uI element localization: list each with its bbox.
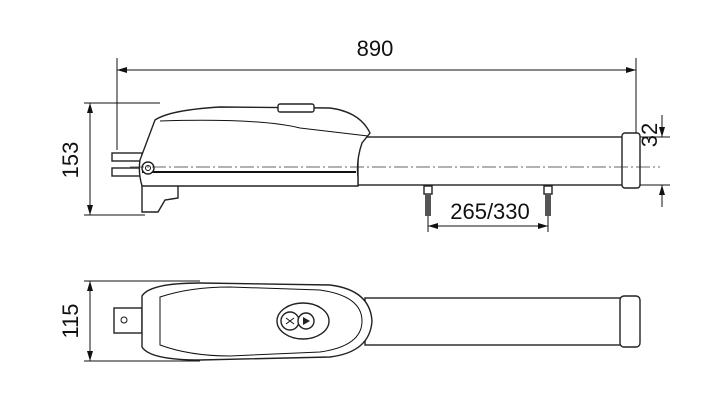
overall-length-label: 890 [357,36,394,61]
pin-distance-label: 265/330 [450,199,530,224]
side-height-label: 153 [58,142,83,179]
dimension-top-width: 115 [58,280,200,362]
tube-height-label: 32 [637,123,662,147]
top-view [113,282,641,361]
dimension-overall-length: 890 [116,36,637,150]
top-width-label: 115 [58,303,83,338]
dimension-side-height: 153 [58,102,160,216]
dimension-tube-height: 32 [637,115,670,207]
dimension-pin-distance: 265/330 [427,199,549,232]
side-view [111,103,660,216]
